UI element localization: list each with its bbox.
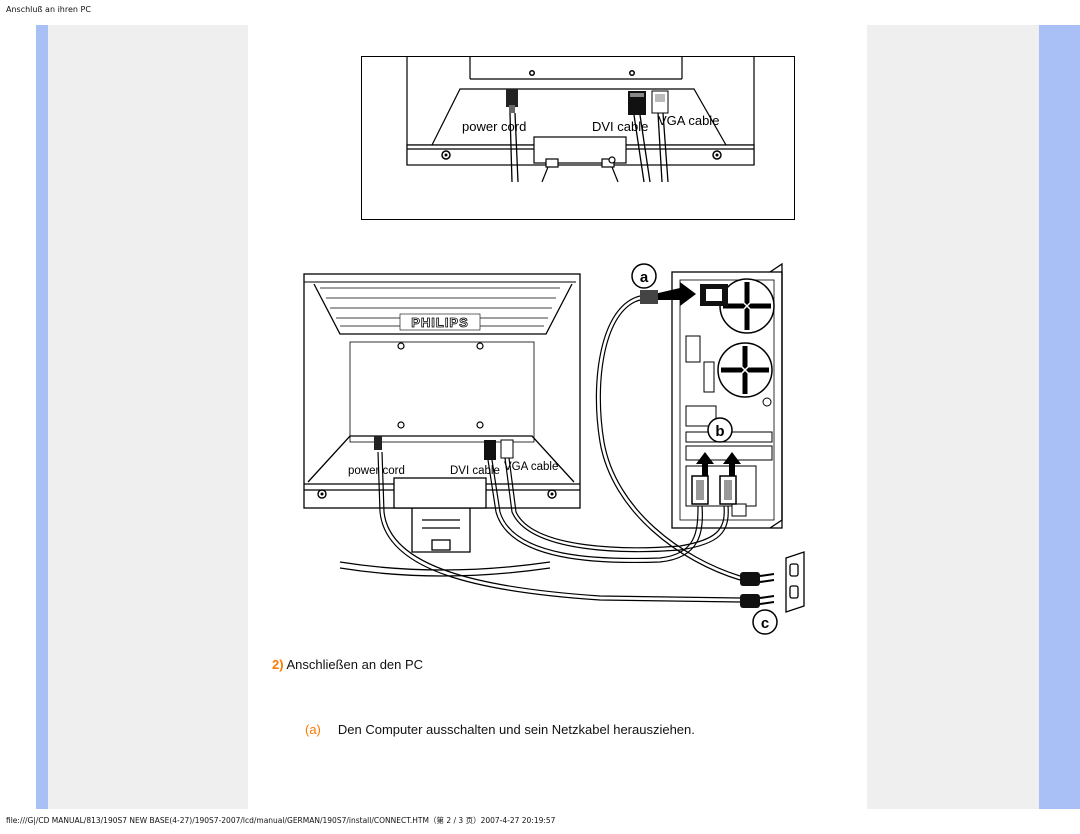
page-footer: file:///G|/CD MANUAL/813/190S7 NEW BASE(… [6,816,556,825]
right-accent-stripe [1039,25,1080,809]
connector-closeup-drawing: power cord DVI cable VGA cable [406,57,755,183]
callout-a: a [640,269,649,286]
right-margin-panel [867,25,1039,809]
closeup-vga-cable-label: VGA cable [658,113,719,128]
step-number: 2) [272,657,284,672]
substep-marker: (a) [305,722,321,737]
substep-text: Den Computer ausschalten und sein Netzka… [337,722,695,737]
step-heading: 2) Anschließen an den PC [272,657,423,672]
left-accent-stripe [36,25,48,809]
left-margin-panel [48,25,248,809]
main-power-cord-label: power cord [348,465,405,477]
callout-c: c [761,615,769,632]
philips-logo: PHILIPS [411,315,469,330]
callout-b: b [715,423,724,440]
step-title: Anschließen an den PC [286,657,424,672]
closeup-power-cord-label: power cord [462,119,526,134]
closeup-dvi-cable-label: DVI cable [592,119,648,134]
connection-diagram-drawing: PHILIPS power cord DVI cable VGA cable [303,262,805,635]
substep-a: (a) Den Computer ausschalten und sein Net… [305,722,695,737]
connector-closeup-figure: power cord DVI cable VGA cable [361,56,795,220]
main-vga-cable-label: VGA cable [504,461,558,473]
page-header: Anschluß an ihren PC [6,5,91,14]
connection-diagram-figure: PHILIPS power cord DVI cable VGA cable [300,262,820,637]
main-dvi-cable-label: DVI cable [450,465,500,477]
